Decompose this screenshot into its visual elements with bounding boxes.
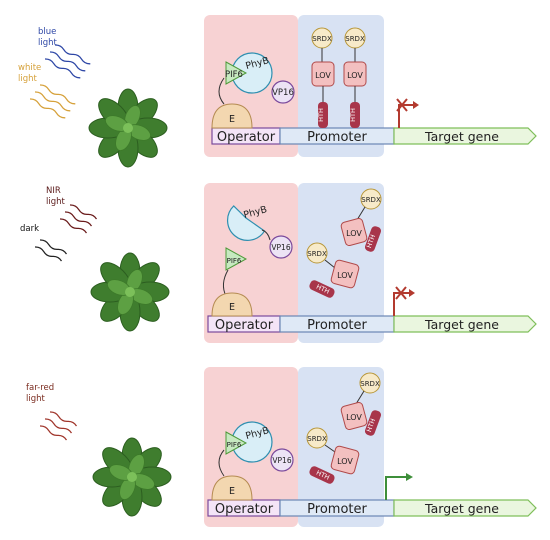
target-gene-arrow: [393, 127, 537, 145]
svg-text:E: E: [229, 486, 235, 497]
svg-text:SRDX: SRDX: [361, 196, 381, 204]
promoter-label: Promoter: [307, 502, 367, 517]
pif6-protein: [225, 247, 248, 271]
svg-text:LOV: LOV: [315, 71, 331, 80]
light-label-white: white light: [18, 63, 44, 84]
light-label-nir: NIR light: [46, 186, 66, 207]
light-waves-nir: [59, 204, 98, 234]
block-cross: [395, 286, 407, 300]
operator-label: Operator: [217, 130, 276, 145]
pif6-protein: [225, 431, 248, 455]
e-protein: [211, 103, 253, 129]
plant-rosette: [92, 437, 172, 517]
light-waves-blue: [44, 44, 91, 79]
block-cross: [396, 98, 408, 112]
vp16-protein: [270, 448, 294, 472]
svg-text:LOV: LOV: [346, 413, 362, 422]
phyb-protein: [227, 205, 266, 241]
svg-text:SRDX: SRDX: [307, 435, 327, 443]
transcription-arrow: [398, 104, 413, 128]
svg-text:LOV: LOV: [337, 457, 353, 466]
svg-text:PIF6: PIF6: [227, 441, 242, 449]
light-waves-far-red: [39, 411, 78, 441]
target-gene-label: Target gene: [424, 501, 499, 516]
transcription-arrow-active: [385, 476, 406, 500]
e-protein: [211, 475, 253, 501]
svg-text:HTH: HTH: [349, 108, 357, 122]
lov-monomer-upper: SRDX LOV HTH: [340, 372, 382, 436]
light-label-blue: blue light: [38, 27, 59, 48]
svg-text:VP16: VP16: [272, 88, 294, 98]
target-gene-arrow: [393, 499, 537, 517]
panel-middle: NIR light dark: [20, 183, 537, 343]
target-gene-label: Target gene: [424, 317, 499, 332]
svg-text:VP16: VP16: [271, 243, 290, 252]
lov-monomer-lower: SRDX LOV HTH: [306, 242, 360, 298]
svg-text:SRDX: SRDX: [312, 35, 332, 43]
vp16-protein: [269, 235, 293, 259]
svg-text:PIF6: PIF6: [227, 257, 242, 265]
svg-text:SRDX: SRDX: [360, 380, 380, 388]
pif6-protein: [225, 61, 248, 85]
operator-label: Operator: [215, 502, 274, 517]
light-label-dark: dark: [20, 224, 39, 234]
plant-rosette: [90, 252, 170, 332]
svg-text:LOV: LOV: [346, 229, 362, 238]
svg-text:VP16: VP16: [272, 456, 291, 465]
promoter-label: Promoter: [307, 130, 367, 145]
vp16-protein: [271, 80, 295, 104]
svg-text:PIF6: PIF6: [225, 70, 243, 80]
lov-dimer-bound: SRDX SRDX LOV LOV HTH HTH: [311, 27, 367, 128]
target-gene-arrow: [393, 315, 537, 333]
light-label-far-red: far-red light: [26, 383, 57, 404]
svg-text:LOV: LOV: [347, 71, 363, 80]
transcription-arrow: [393, 292, 409, 316]
svg-text:SRDX: SRDX: [345, 35, 365, 43]
operator-label: Operator: [215, 318, 274, 333]
light-waves-white: [29, 84, 76, 119]
lov-monomer-upper: SRDX LOV HTH: [340, 188, 382, 252]
panel-bottom: far-red light: [26, 367, 537, 527]
lov-monomer-lower: SRDX LOV HTH: [306, 427, 360, 484]
panel-top: blue light white light: [18, 15, 537, 168]
promoter-label: Promoter: [307, 318, 367, 333]
svg-text:E: E: [229, 302, 235, 313]
plant-rosette: [88, 88, 168, 168]
target-gene-label: Target gene: [424, 129, 499, 144]
svg-text:E: E: [229, 114, 235, 125]
svg-text:SRDX: SRDX: [307, 250, 327, 258]
svg-text:LOV: LOV: [337, 271, 353, 280]
e-protein: [211, 292, 253, 317]
svg-text:HTH: HTH: [317, 108, 325, 122]
dark-waves: [34, 239, 68, 262]
